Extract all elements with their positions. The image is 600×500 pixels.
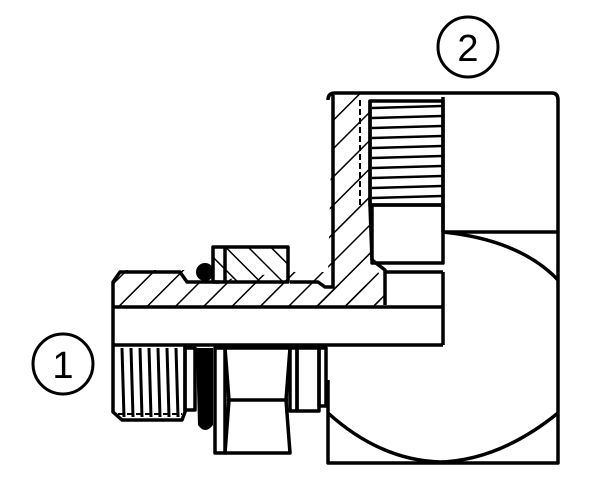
o-ring-bottom: [196, 348, 213, 430]
lock-nut-section: [211, 245, 290, 284]
lock-nut: [213, 346, 227, 455]
callout-1: 1: [31, 332, 95, 396]
callout-2: 2: [436, 15, 500, 79]
male-stud-thread: [111, 345, 197, 422]
hex-body: [223, 346, 328, 455]
female-threaded-bore: [359, 99, 445, 274]
stud-section: [111, 270, 445, 347]
callout-2-label: 2: [457, 28, 478, 70]
o-ring-top: [196, 263, 214, 281]
callout-1-label: 1: [52, 345, 73, 387]
